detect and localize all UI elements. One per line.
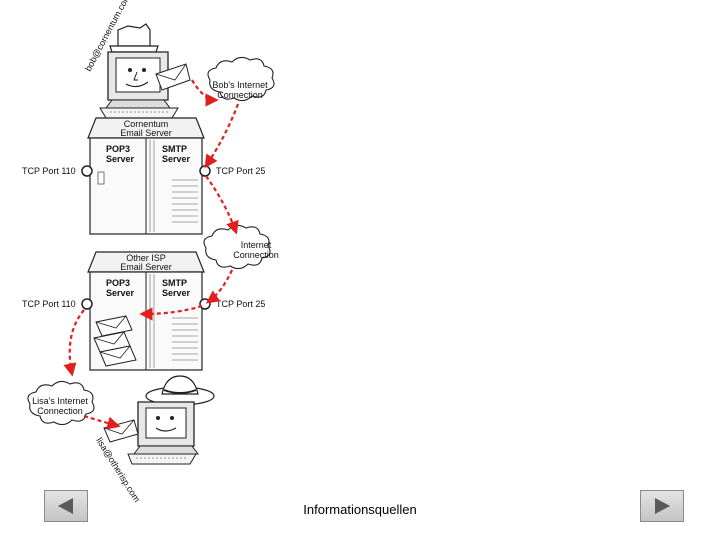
server2-title-1: Other ISP	[126, 253, 166, 263]
server2-pop3-label-1: POP3	[106, 278, 130, 288]
server1-port-25-icon	[199, 165, 211, 177]
server1-pop3-label-2: Server	[106, 154, 135, 164]
footer-title: Informationsquellen	[303, 502, 417, 517]
bob-connection-label-2: Connection	[217, 90, 263, 100]
other-isp-email-server	[87, 251, 205, 371]
server1-tcp-110-label: TCP Port 110	[22, 166, 76, 176]
server2-tcp-25-label: TCP Port 25	[216, 299, 265, 309]
server2-port-110-icon	[81, 298, 93, 310]
internet-connection-label-1: Internet	[241, 240, 272, 250]
next-slide-button[interactable]	[640, 490, 684, 522]
internet-cloud	[203, 224, 271, 270]
cornentum-email-server	[87, 117, 205, 235]
internet-connection-label-2: Connection	[233, 250, 279, 260]
server2-pop3-label-2: Server	[106, 288, 135, 298]
lisa-internet-cloud	[27, 380, 95, 426]
server1-pop3-label-1: POP3	[106, 144, 130, 154]
server1-title-1: Cornentum	[124, 119, 169, 129]
lisa-connection-label-1: Lisa's Internet	[32, 396, 88, 406]
bob-computer	[99, 23, 191, 119]
server2-port-25-icon	[199, 298, 211, 310]
previous-slide-button[interactable]	[44, 490, 88, 522]
lisa-computer	[103, 375, 215, 465]
lisa-connection-label-2: Connection	[37, 406, 83, 416]
server1-tcp-25-label: TCP Port 25	[216, 166, 265, 176]
server2-smtp-label-2: Server	[162, 288, 191, 298]
server1-smtp-label-1: SMTP	[162, 144, 187, 154]
bob-internet-cloud	[207, 56, 275, 102]
server1-smtp-label-2: Server	[162, 154, 191, 164]
server2-title-2: Email Server	[120, 262, 172, 272]
server1-title-2: Email Server	[120, 128, 172, 138]
server1-port-110-icon	[81, 165, 93, 177]
bob-connection-label-1: Bob's Internet	[212, 80, 268, 90]
lisa-email-label: lisa@otherisp.com	[94, 436, 142, 504]
server2-tcp-110-label: TCP Port 110	[22, 299, 76, 309]
triangle-right-icon	[655, 498, 670, 514]
server2-smtp-label-1: SMTP	[162, 278, 187, 288]
mail-flow-arrows	[63, 79, 240, 430]
triangle-left-icon	[58, 498, 73, 514]
